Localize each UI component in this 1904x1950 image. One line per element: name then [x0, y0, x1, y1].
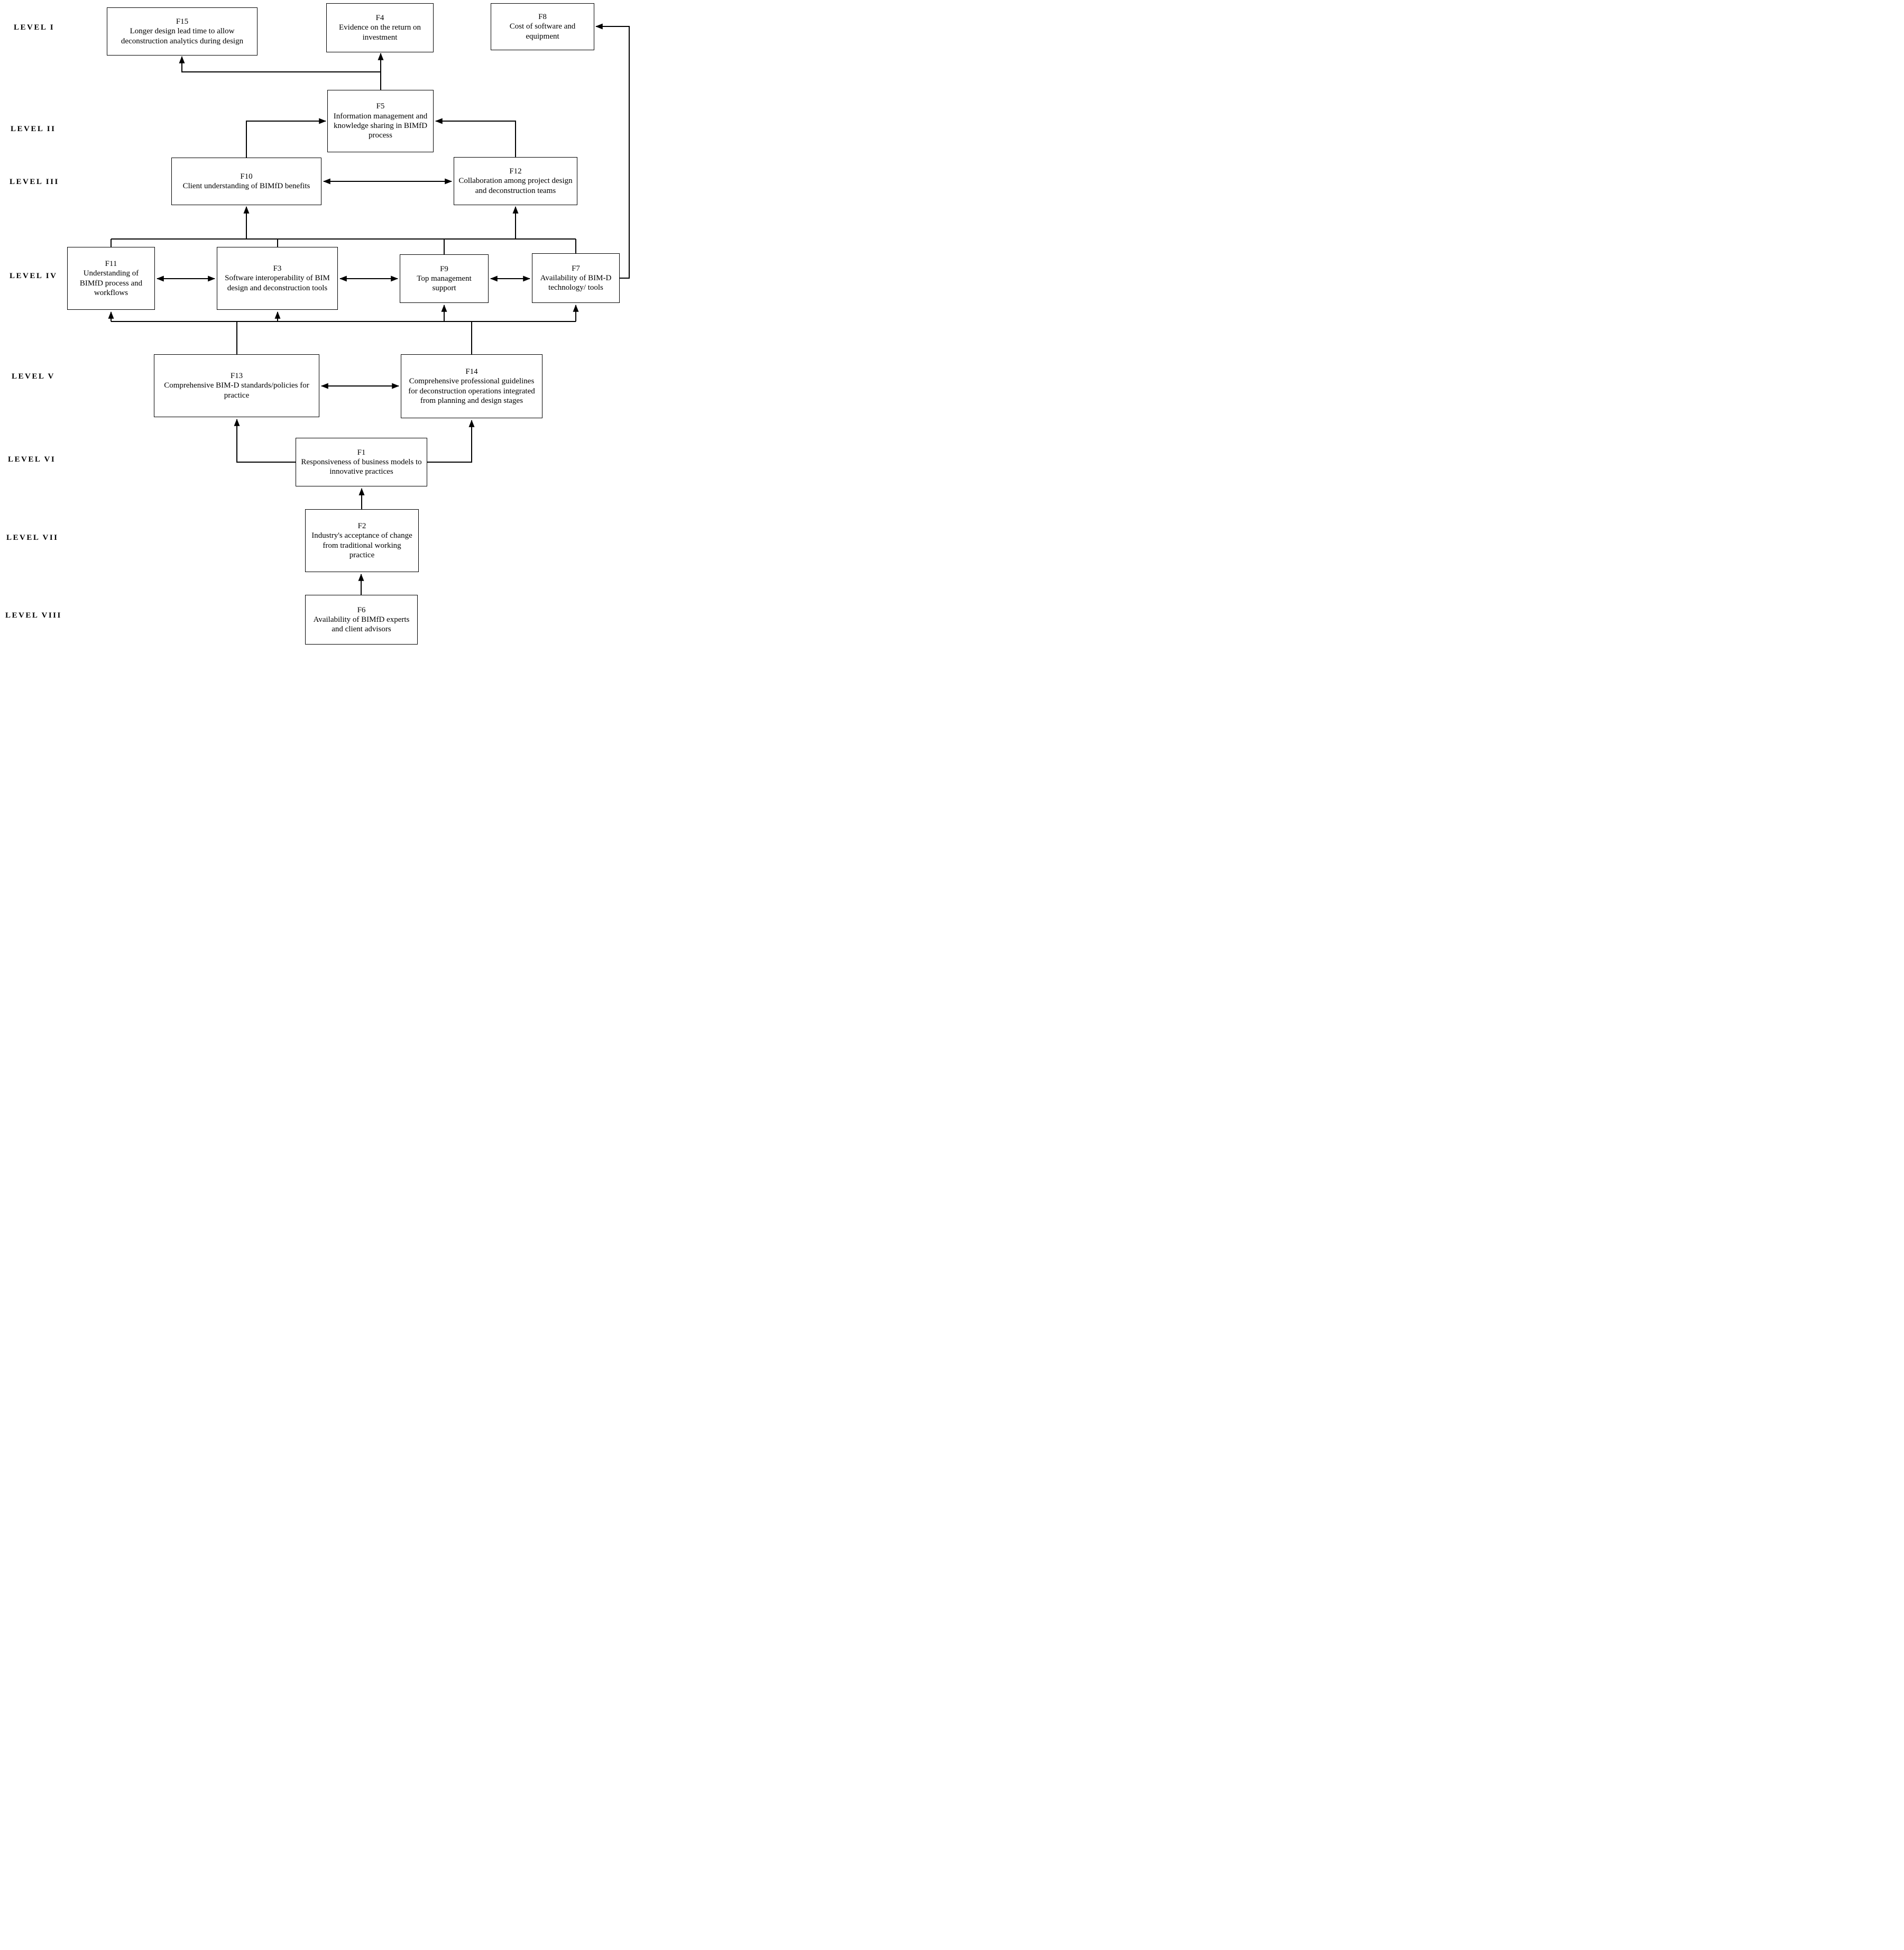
bus-level4-to-level3 [111, 238, 576, 254]
node-f7-id: F7 [572, 264, 580, 273]
node-f3-label: Software interoperability of BIM design … [225, 274, 330, 292]
node-f6-label: Availability of BIMfD experts and client… [313, 615, 410, 634]
node-f6-id: F6 [357, 605, 366, 614]
node-f3-id: F3 [273, 264, 282, 273]
node-f1-id: F1 [357, 448, 366, 457]
level-label-6: LEVEL VI [8, 455, 56, 464]
edge-f7-to-f8 [595, 23, 630, 279]
node-f11-label: Understanding of BIMfD process and workf… [79, 269, 143, 297]
node-f7-label: Availability of BIM-D technology/ tools [540, 273, 612, 292]
level-label-8: LEVEL VIII [5, 611, 62, 620]
edge-f1-to-f13 [234, 419, 296, 463]
node-f9-id: F9 [440, 264, 448, 273]
edge-f10-to-f5 [246, 118, 326, 158]
node-f11: F11 Understanding of BIMfD process and w… [67, 247, 155, 310]
node-f14: F14 Comprehensive professional guideline… [401, 354, 542, 418]
diagram-arrows [108, 23, 630, 595]
node-f15: F15 Longer design lead time to allow dec… [107, 7, 257, 56]
node-f12: F12 Collaboration among project design a… [454, 157, 577, 205]
node-f13-label: Comprehensive BIM-D standards/policies f… [164, 381, 309, 400]
node-f12-id: F12 [509, 167, 522, 176]
node-f12-label: Collaboration among project design and d… [458, 177, 573, 195]
node-f2-id: F2 [357, 521, 366, 530]
node-f1-label: Responsiveness of business models to inn… [301, 457, 422, 476]
node-f10-label: Client understanding of BIMfD benefits [182, 182, 310, 190]
level-label-7: LEVEL VII [6, 534, 59, 542]
level-label-2: LEVEL II [11, 125, 56, 133]
node-f3: F3 Software interoperability of BIM desi… [217, 247, 338, 310]
node-f4-id: F4 [375, 14, 384, 23]
level-label-5: LEVEL V [12, 372, 55, 381]
node-f5: F5 Information management and knowledge … [327, 90, 434, 152]
node-f2-label: Industry's acceptance of change from tra… [311, 531, 412, 559]
node-f9: F9 Top management support [400, 254, 489, 303]
node-f4-label: Evidence on the return on investment [339, 23, 421, 42]
node-f15-id: F15 [176, 17, 189, 26]
node-f10-id: F10 [240, 172, 253, 181]
level-label-3: LEVEL III [10, 178, 59, 186]
node-f7: F7 Availability of BIM-D technology/ too… [532, 253, 620, 303]
node-f6: F6 Availability of BIMfD experts and cli… [305, 595, 418, 645]
ism-diagram: LEVEL I LEVEL II LEVEL III LEVEL IV LEVE… [0, 0, 634, 650]
node-f14-id: F14 [465, 367, 478, 376]
node-f8-label: Cost of software and equipment [509, 22, 576, 41]
node-f15-label: Longer design lead time to allow deconst… [121, 27, 244, 45]
level-label-4: LEVEL IV [10, 272, 58, 280]
node-f8-id: F8 [538, 13, 547, 22]
level-label-1: LEVEL I [14, 23, 55, 32]
node-f4: F4 Evidence on the return on investment [326, 3, 434, 52]
node-f5-label: Information management and knowledge sha… [333, 112, 428, 140]
node-f10: F10 Client understanding of BIMfD benefi… [171, 158, 321, 205]
node-f13: F13 Comprehensive BIM-D standards/polici… [154, 354, 319, 417]
node-f11-id: F11 [105, 259, 117, 268]
node-f2: F2 Industry's acceptance of change from … [305, 509, 419, 572]
node-f9-label: Top management support [417, 274, 472, 293]
node-f14-label: Comprehensive professional guidelines fo… [408, 377, 535, 405]
node-f8: F8 Cost of software and equipment [491, 3, 594, 50]
bus-level5-to-level4 [111, 321, 576, 354]
edge-f5-to-f15 [179, 56, 381, 72]
node-f5-id: F5 [376, 102, 385, 111]
edge-f12-to-f5 [435, 118, 516, 157]
edge-f1-to-f14 [427, 420, 475, 463]
node-f1: F1 Responsiveness of business models to … [296, 438, 427, 486]
node-f13-id: F13 [230, 372, 243, 381]
